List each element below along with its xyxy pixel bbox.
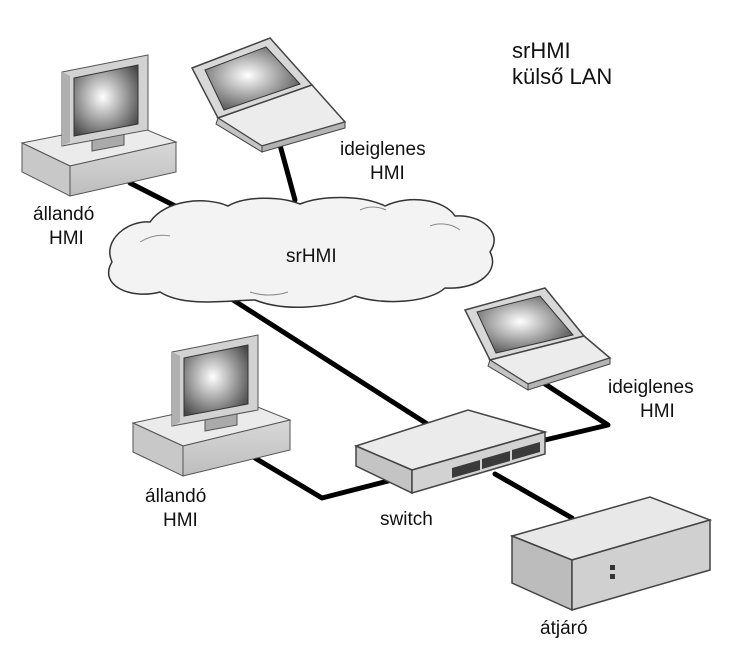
cable-bottom-desktop-to-switch	[252, 455, 395, 501]
label-line-2: HMI	[163, 510, 198, 531]
cloud-label: srHMI	[286, 246, 337, 267]
network-cloud-icon	[107, 196, 495, 308]
label-line-2: HMI	[640, 401, 675, 422]
label-hmi-temporary-bottom: ideiglenes HMI	[608, 377, 694, 422]
cable-top-laptop-to-cloud	[277, 142, 298, 203]
label-hmi-permanent-bottom: állandó HMI	[145, 486, 206, 531]
label-line-1: ideiglenes	[608, 377, 694, 398]
desktop-computer-icon	[131, 334, 292, 477]
diagram-title: srHMI külső LAN	[512, 38, 612, 89]
network-switch-icon	[353, 409, 548, 495]
connection-lines	[127, 142, 611, 521]
label-gateway: átjáró	[540, 618, 588, 639]
desktop-computer-icon	[20, 54, 178, 197]
cable-bottom-laptop-to-switch	[542, 381, 611, 443]
title-line-2: külső LAN	[512, 64, 612, 89]
cable-switch-to-gateway	[492, 471, 575, 521]
gateway-led	[610, 565, 615, 570]
cable-cloud-to-switch	[227, 295, 435, 430]
label-line-1: állandó	[145, 486, 206, 507]
label-line-1: ideiglenes	[340, 139, 426, 160]
title-line-1: srHMI	[512, 38, 571, 63]
label-switch: switch	[380, 509, 433, 530]
switch-ports	[452, 442, 540, 478]
label-hmi-temporary-top: ideiglenes HMI	[340, 139, 426, 184]
label-line-2: HMI	[370, 163, 405, 184]
label-line-2: HMI	[49, 228, 84, 249]
label-hmi-permanent-top: állandó HMI	[33, 204, 94, 249]
gateway-box-icon	[509, 496, 713, 612]
gateway-led	[610, 574, 615, 579]
laptop-icon	[463, 287, 612, 391]
label-line-1: állandó	[33, 204, 94, 225]
laptop-icon	[190, 37, 347, 153]
